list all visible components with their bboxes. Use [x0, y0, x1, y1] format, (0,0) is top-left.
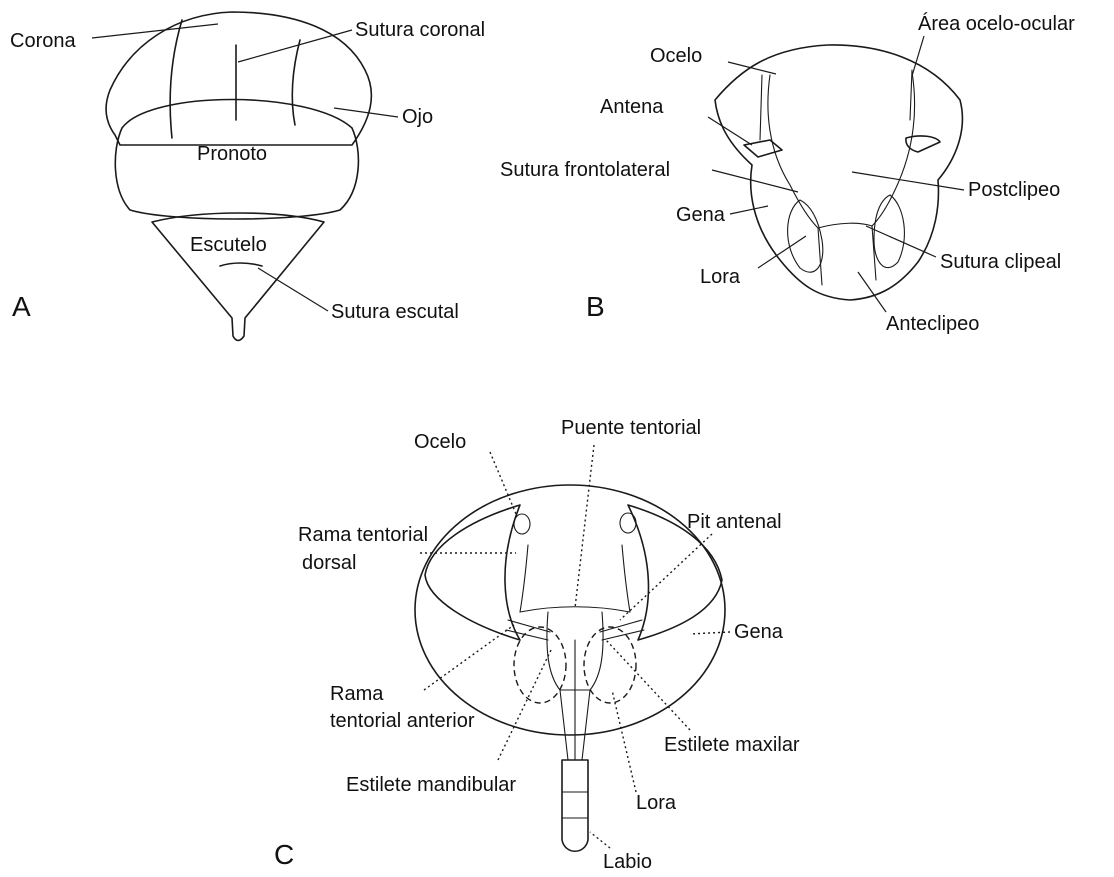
- leader-c-rama-tentorial-anterior: [424, 625, 514, 690]
- label-b-anteclipeo: Anteclipeo: [886, 313, 979, 335]
- label-ojo: Ojo: [402, 106, 433, 128]
- leader-c-lora: [612, 690, 636, 792]
- label-c-rama-tentorial-anterior-2: tentorial anterior: [330, 710, 475, 732]
- panel-b-antenna-left: [744, 140, 782, 157]
- label-c-puente-tentorial: Puente tentorial: [561, 417, 701, 439]
- leader-c-puente-tentorial: [575, 445, 594, 608]
- leader-c-labio: [590, 832, 610, 848]
- panel-c-ocellus-right: [620, 513, 636, 533]
- label-escutelo: Escutelo: [190, 234, 267, 256]
- label-b-gena: Gena: [676, 204, 726, 226]
- panel-a-eye-boundary-left: [170, 20, 182, 138]
- leader-b-area-ocelo-ocular: [912, 36, 924, 76]
- label-c-rama-tentorial-anterior-1: Rama: [330, 683, 384, 705]
- panel-b-ocellar-line-left: [760, 75, 762, 140]
- panel-b-leaders: [708, 36, 964, 312]
- panel-a-scutal-suture: [220, 263, 262, 266]
- panel-c-ocellus-left: [514, 514, 530, 534]
- panel-c-labels: Puente tentorial Ocelo Pit antenal Rama …: [274, 417, 800, 872]
- leader-sutura-coronal: [238, 30, 352, 62]
- label-b-antena: Antena: [600, 96, 664, 118]
- leader-ojo: [334, 108, 398, 117]
- label-b-area-ocelo-ocular: Área ocelo-ocular: [918, 12, 1075, 35]
- panel-b-frontolateral-suture-right: [872, 72, 915, 226]
- leader-c-estilete-maxilar: [606, 640, 690, 730]
- leader-c-pit-antenal: [620, 534, 712, 620]
- label-c-estilete-maxilar: Estilete maxilar: [664, 734, 800, 756]
- panel-letter-a: A: [12, 291, 31, 322]
- label-c-labio: Labio: [603, 851, 652, 872]
- label-c-estilete-mandibular: Estilete mandibular: [346, 774, 516, 796]
- panel-a-labels: Corona Sutura coronal Ojo Pronoto Escute…: [10, 19, 485, 323]
- label-c-pit-antenal: Pit antenal: [687, 511, 782, 533]
- leader-b-gena: [730, 206, 768, 214]
- label-b-sutura-clipeal: Sutura clipeal: [940, 251, 1061, 273]
- leader-b-ocelo: [728, 62, 776, 74]
- leader-b-sutura-frontolateral: [712, 170, 798, 192]
- panel-c: Puente tentorial Ocelo Pit antenal Rama …: [274, 417, 800, 872]
- label-c-gena: Gena: [734, 621, 784, 643]
- panel-c-eye-left: [425, 505, 520, 640]
- panel-b-head-outline: [715, 45, 962, 300]
- panel-c-head-capsule: [415, 485, 725, 735]
- panel-b: Ocelo Área ocelo-ocular Antena Sutura fr…: [500, 12, 1075, 335]
- panel-c-labium: [562, 760, 588, 851]
- panel-b-labels: Ocelo Área ocelo-ocular Antena Sutura fr…: [500, 12, 1075, 335]
- panel-a-leaders: [92, 24, 398, 311]
- panel-a-scutellum-outline: [152, 213, 324, 341]
- panel-c-tentorial-bridge: [520, 607, 630, 612]
- leader-c-gena: [690, 632, 730, 634]
- leader-b-postclipeo: [852, 172, 964, 190]
- panel-b-anteclypeus: [818, 226, 876, 285]
- label-c-lora: Lora: [636, 792, 677, 814]
- label-b-lora: Lora: [700, 266, 741, 288]
- panel-b-clypeal-suture: [818, 223, 872, 228]
- panel-a-eye-boundary-right: [292, 40, 300, 125]
- label-b-ocelo: Ocelo: [650, 45, 702, 67]
- leader-b-sutura-clipeal: [866, 226, 936, 257]
- label-c-rama-tentorial-dorsal-1: Rama tentorial: [298, 524, 428, 546]
- label-sutura-coronal: Sutura coronal: [355, 19, 485, 41]
- panel-c-stylets: [560, 640, 590, 760]
- panel-letter-b: B: [586, 291, 605, 322]
- label-c-ocelo: Ocelo: [414, 431, 466, 453]
- label-b-postclipeo: Postclipeo: [968, 179, 1060, 201]
- panel-c-postclypeus: [520, 545, 630, 612]
- panel-letter-c: C: [274, 839, 294, 870]
- label-c-rama-tentorial-dorsal-2: dorsal: [302, 552, 356, 574]
- panel-c-tentorial-arm-right: [600, 620, 644, 640]
- panel-a: Corona Sutura coronal Ojo Pronoto Escute…: [10, 12, 485, 341]
- panel-b-ocellar-line-right: [910, 70, 912, 120]
- panel-b-drawing: [715, 45, 962, 300]
- label-corona: Corona: [10, 30, 76, 52]
- label-pronoto: Pronoto: [197, 143, 267, 165]
- label-b-sutura-frontolateral: Sutura frontolateral: [500, 159, 670, 181]
- panel-c-drawing: [415, 485, 725, 851]
- label-sutura-escutal: Sutura escutal: [331, 301, 459, 323]
- leader-c-estilete-mandibular: [498, 648, 552, 760]
- leader-c-ocelo: [490, 452, 516, 514]
